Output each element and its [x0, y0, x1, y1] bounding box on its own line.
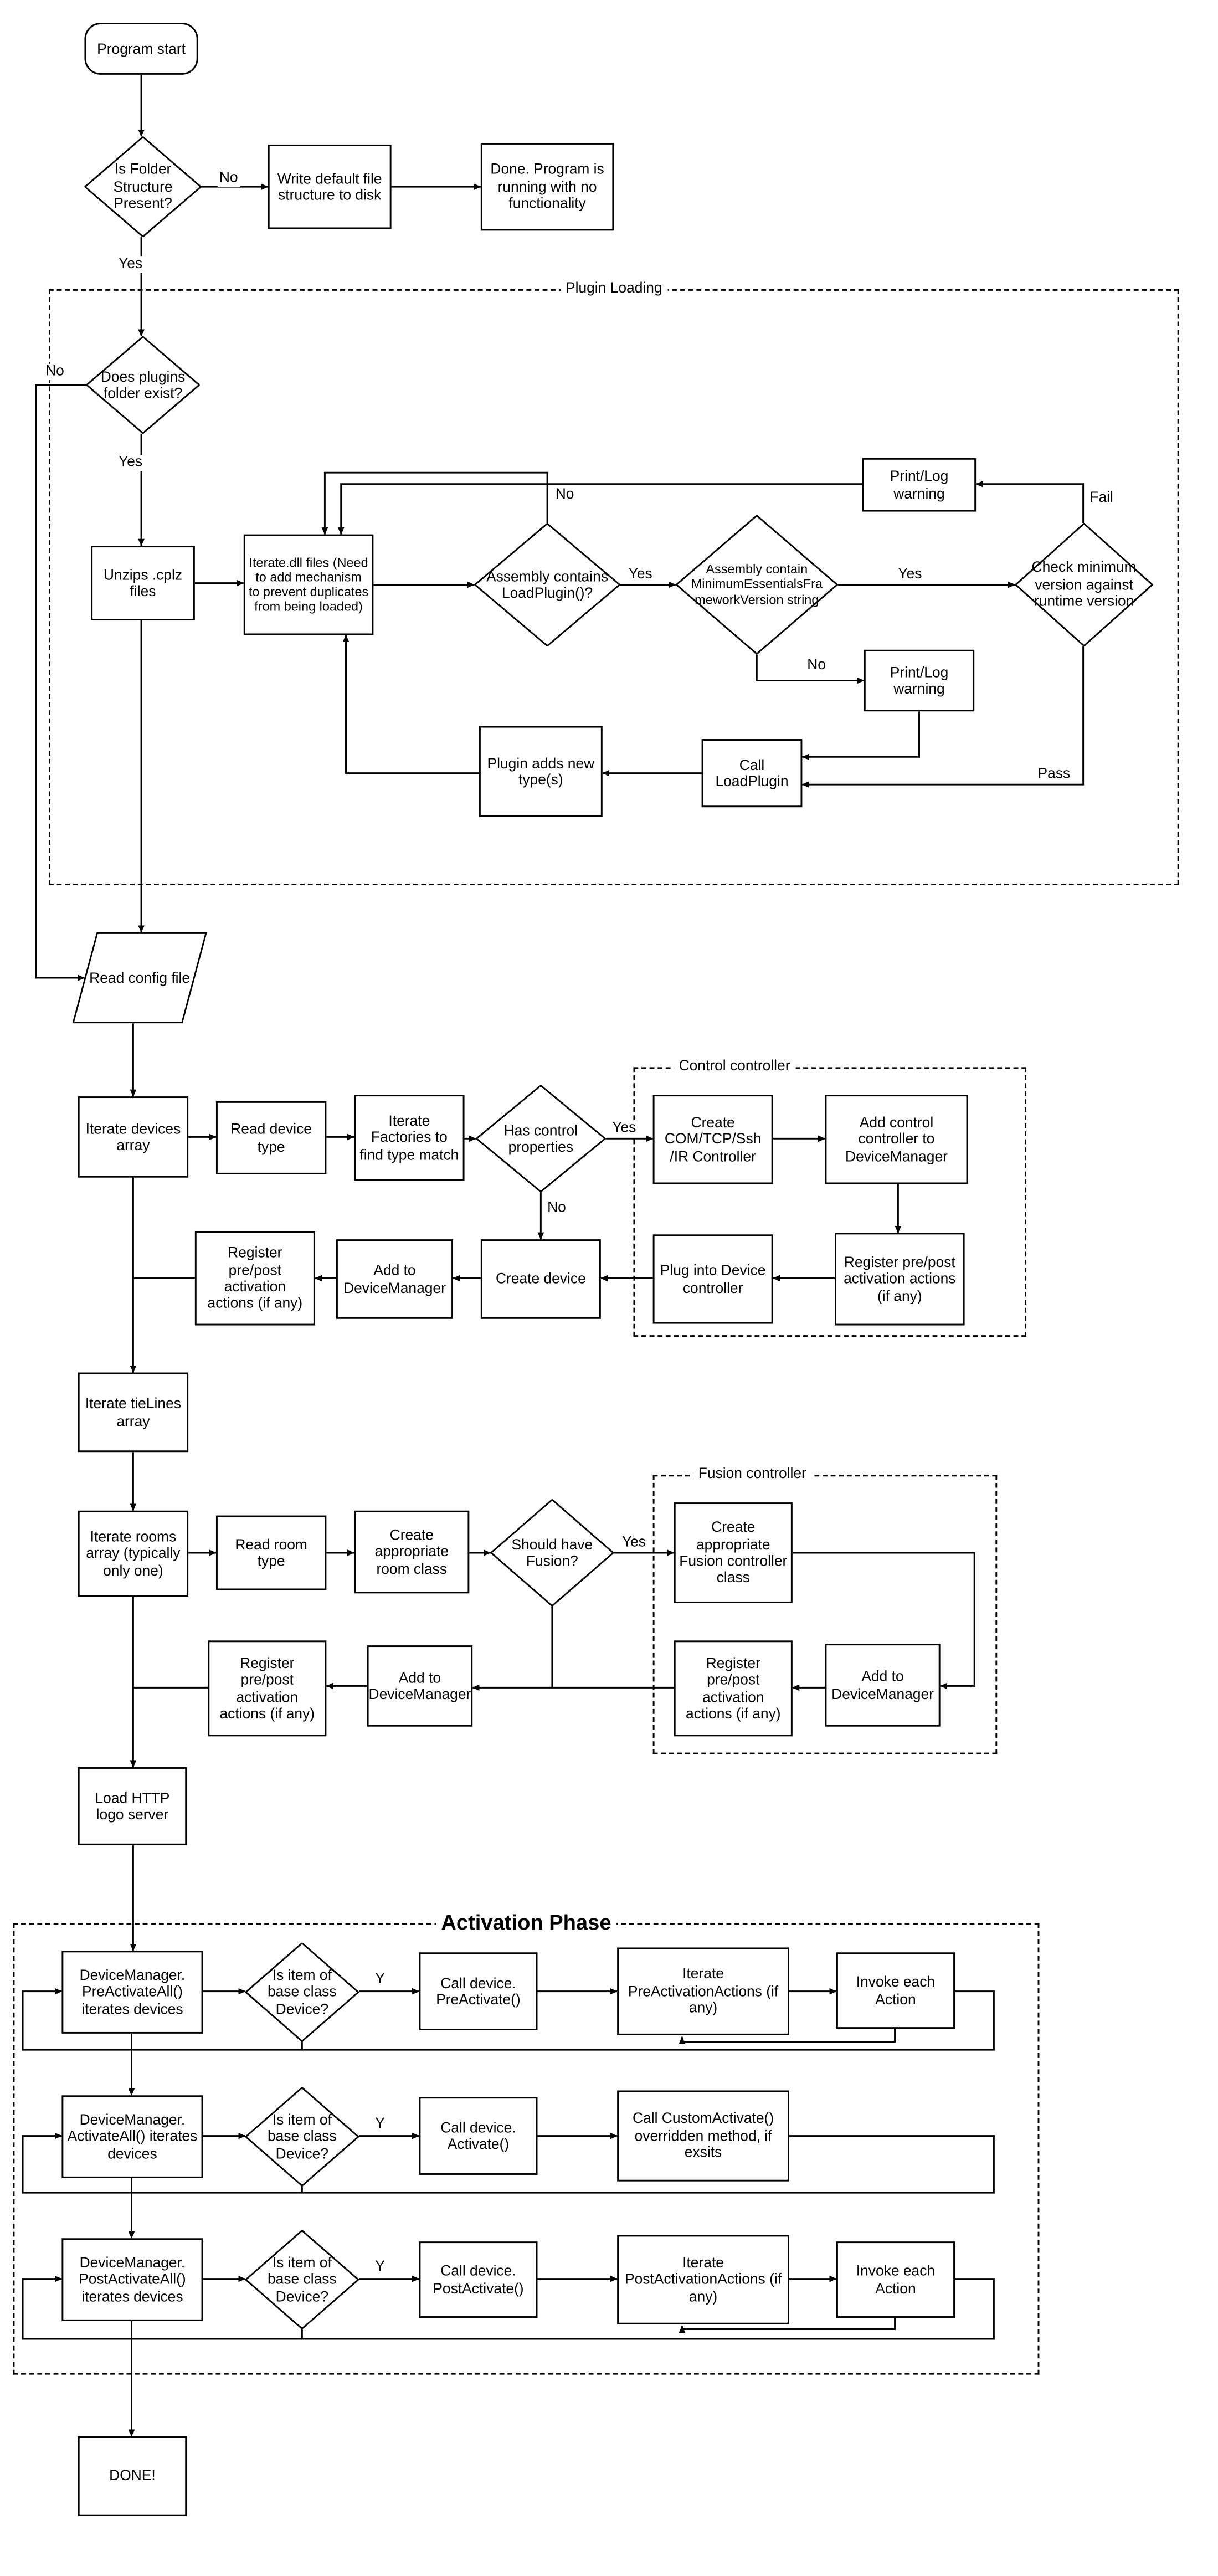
- node-add-to-devicemanager-fusion: Add to DeviceManager: [825, 1644, 941, 1727]
- node-program-start: Program start: [84, 23, 198, 75]
- node-register-control-actions: Register pre/post activation actions (if…: [835, 1233, 965, 1326]
- edge-label-yes-plugins: Yes: [117, 453, 145, 471]
- node-label: Read config file: [89, 969, 191, 986]
- node-iterate-preactions: Iterate PreActivationActions (if any): [617, 1947, 789, 2035]
- node-warning-top: Print/Log warning: [862, 458, 977, 512]
- edge-label-yes-folder: Yes: [117, 255, 145, 273]
- node-iterate-tielines: Iterate tieLines array: [78, 1372, 189, 1453]
- diamond-shape: [676, 515, 838, 654]
- edge-label-y-1: Y: [373, 1971, 387, 1988]
- node-has-control-props: Has control properties: [476, 1085, 606, 1193]
- node-add-to-devicemanager-room: Add to DeviceManager: [367, 1645, 473, 1727]
- node-create-fusion-class: Create appropriate Fusion controller cla…: [674, 1502, 793, 1603]
- node-label: Has control properties: [503, 1122, 578, 1155]
- node-folder-check: Is Folder Structure Present?: [84, 136, 201, 237]
- node-iterate-devices: Iterate devices array: [78, 1096, 189, 1178]
- edge-label-pass: Pass: [1036, 765, 1072, 783]
- node-call-activate: Call device. Activate(): [419, 2097, 538, 2175]
- node-invoke-each-action-1: Invoke each Action: [836, 1952, 955, 2029]
- node-register-room-actions: Register pre/post activation actions (if…: [208, 1640, 327, 1737]
- node-call-loadplugin: Call LoadPlugin: [701, 739, 803, 808]
- edge-label-yes-minver: Yes: [896, 566, 924, 583]
- edge-label-yes-fusion: Yes: [620, 1533, 647, 1551]
- node-label: Is item of base class Device?: [268, 2254, 337, 2305]
- node-plugin-adds-types: Plugin adds new type(s): [479, 726, 603, 817]
- node-read-device-type: Read device type: [215, 1101, 327, 1174]
- node-iterate-rooms: Iterate rooms array (typically only one): [78, 1510, 189, 1597]
- activation-phase-container: Activation Phase: [13, 1910, 1040, 2375]
- node-label: Is item of base class Device?: [268, 2111, 337, 2162]
- node-create-com-controller: Create COM/TCP/Ssh /IR Controller: [652, 1095, 773, 1184]
- node-call-postactivate: Call device. PostActivate(): [419, 2241, 538, 2318]
- node-call-preactivate: Call device. PreActivate(): [419, 1952, 538, 2030]
- node-plug-into-device: Plug into Device controller: [652, 1234, 773, 1324]
- node-done-no-functionality: Done. Program is running with no functio…: [480, 143, 614, 231]
- node-postactivateall: DeviceManager. PostActivateAll() iterate…: [61, 2238, 203, 2321]
- node-is-base-device-2: Is item of base class Device?: [245, 2087, 359, 2187]
- diamond-shape: [245, 2230, 359, 2329]
- control-controller-container: Control controller: [633, 1057, 1027, 1337]
- edge-label-fail: Fail: [1088, 489, 1115, 507]
- edge-label-y-3: Y: [373, 2258, 387, 2276]
- node-create-room-class: Create appropriate room class: [354, 1510, 470, 1594]
- node-warning-bottom: Print/Log warning: [864, 649, 975, 712]
- node-iterate-dll: Iterate.dll files (Need to add mechanism…: [243, 534, 374, 635]
- plugin-loading-container: Plugin Loading: [48, 279, 1179, 885]
- node-preactivateall: DeviceManager. PreActivateAll() iterates…: [61, 1951, 203, 2034]
- node-register-device-actions: Register pre/post activation actions (if…: [194, 1231, 315, 1326]
- node-should-have-fusion: Should have Fusion?: [490, 1499, 614, 1607]
- diamond-shape: [476, 1085, 606, 1193]
- node-call-customactivate: Call CustomActivate() overridden method,…: [617, 2090, 789, 2182]
- diamond-shape: [86, 336, 199, 434]
- diamond-shape: [490, 1499, 614, 1607]
- node-assembly-loadplugin: Assembly contains LoadPlugin()?: [474, 523, 620, 646]
- edge-label-no-loadplugin: No: [553, 486, 576, 504]
- node-read-room-type: Read room type: [215, 1515, 327, 1590]
- diamond-shape: [1015, 523, 1153, 646]
- node-is-base-device-3: Is item of base class Device?: [245, 2230, 359, 2329]
- edge-label-y-2: Y: [373, 2115, 387, 2133]
- node-label: Does plugins folder exist?: [100, 368, 186, 402]
- node-assembly-minver: Assembly contain MinimumEssentialsFramew…: [676, 515, 838, 654]
- node-activateall: DeviceManager. ActivateAll() iterates de…: [61, 2095, 203, 2178]
- node-done: DONE!: [78, 2436, 187, 2516]
- node-create-device: Create device: [480, 1239, 601, 1319]
- edge-label-yes-control: Yes: [610, 1119, 638, 1137]
- node-label: Assembly contain MinimumEssentialsFramew…: [691, 562, 823, 607]
- node-iterate-factories: Iterate Factories to find type match: [354, 1095, 465, 1181]
- node-load-http-logo: Load HTTP logo server: [78, 1767, 187, 1845]
- node-write-default: Write default file structure to disk: [268, 144, 392, 229]
- node-label: Is item of base class Device?: [268, 1967, 337, 2017]
- fusion-controller-title: Fusion controller: [693, 1465, 811, 1481]
- plugin-loading-title: Plugin Loading: [561, 279, 667, 296]
- diamond-shape: [245, 1943, 359, 2042]
- node-check-minver: Check minimum version against runtime ve…: [1015, 523, 1153, 646]
- diamond-shape: [245, 2087, 359, 2187]
- edge-label-no-folder: No: [217, 169, 240, 187]
- edge-label-no-control: No: [546, 1199, 568, 1217]
- node-label: Check minimum version against runtime ve…: [1031, 560, 1137, 610]
- edge-label-yes-loadplugin: Yes: [626, 566, 654, 583]
- node-register-fusion-actions: Register pre/post activation actions (if…: [674, 1640, 793, 1737]
- node-add-to-devicemanager-device: Add to DeviceManager: [336, 1239, 454, 1319]
- control-controller-title: Control controller: [674, 1057, 795, 1074]
- fusion-controller-container: Fusion controller: [652, 1465, 998, 1754]
- diamond-shape: [84, 136, 201, 237]
- node-is-base-device-1: Is item of base class Device?: [245, 1943, 359, 2042]
- node-invoke-each-action-2: Invoke each Action: [836, 2241, 955, 2318]
- node-unzip-cplz: Unzips .cplz files: [91, 546, 195, 621]
- diamond-shape: [474, 523, 620, 646]
- node-plugins-folder-check: Does plugins folder exist?: [86, 336, 199, 434]
- edge-label-no-minver: No: [805, 656, 828, 674]
- node-read-config: Read config file: [72, 932, 207, 1024]
- node-label: Should have Fusion?: [511, 1536, 593, 1569]
- activation-phase-title: Activation Phase: [436, 1910, 616, 1935]
- edge-label-no-plugins: No: [44, 362, 66, 380]
- node-iterate-postactions: Iterate PostActivationActions (if any): [617, 2235, 789, 2324]
- node-label: Assembly contains LoadPlugin()?: [486, 568, 609, 601]
- node-add-control-controller: Add control controller to DeviceManager: [825, 1095, 968, 1184]
- node-label: Is Folder Structure Present?: [113, 161, 173, 212]
